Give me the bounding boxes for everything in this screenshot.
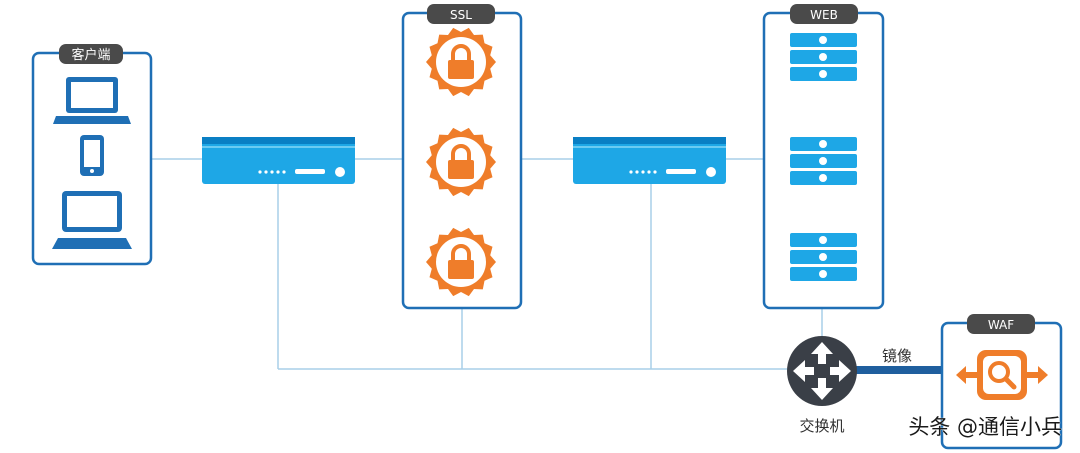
desktop-icon — [52, 191, 132, 249]
switch-icon — [787, 336, 857, 406]
mirror-link — [855, 366, 943, 374]
ssl-label: SSL — [450, 8, 472, 22]
load-balancer-left — [202, 137, 355, 184]
phone-icon — [80, 135, 104, 176]
ssl-locks — [426, 27, 496, 297]
laptop-icon — [53, 77, 131, 124]
waf-tag — [967, 314, 1035, 334]
server-icon — [790, 233, 857, 281]
load-balancer-right — [573, 137, 726, 184]
client-group: 客户端 — [31, 44, 153, 266]
search-icon — [956, 350, 1048, 400]
client-tag — [59, 44, 123, 64]
mirror-label: 镜像 — [882, 347, 912, 365]
server-icon — [790, 33, 857, 81]
watermark: 头条 @通信小兵 — [908, 415, 1062, 439]
client-label: 客户端 — [71, 47, 110, 63]
server-icon — [790, 137, 857, 185]
web-label: WEB — [810, 8, 838, 22]
waf-label: WAF — [988, 318, 1014, 332]
connection-lines — [151, 158, 823, 370]
lock-icon — [426, 227, 496, 297]
waf-group: WAF — [940, 314, 1063, 450]
ssl-tag — [427, 4, 495, 24]
web-servers — [790, 33, 857, 281]
lock-icon — [426, 27, 496, 97]
web-tag — [790, 4, 858, 24]
switch-label: 交换机 — [799, 417, 844, 435]
lock-icon — [426, 127, 496, 197]
